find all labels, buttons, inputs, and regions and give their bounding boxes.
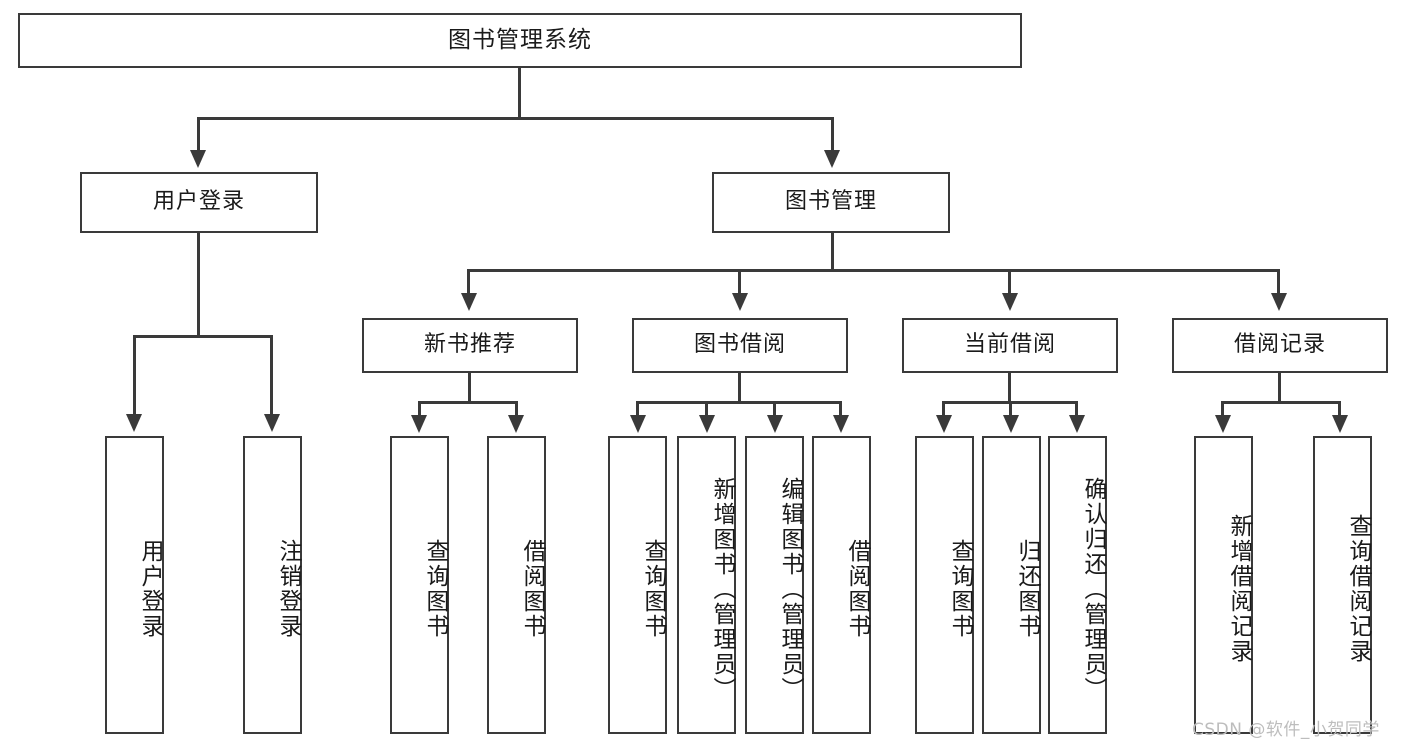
edge-to-borrow-record bbox=[1277, 269, 1280, 294]
node-leaf-confirm-return-admin[interactable]: 确认归还（管理员） bbox=[1048, 436, 1107, 734]
arrowhead-leaf-logout-login bbox=[264, 414, 280, 432]
node-new-book-recommend[interactable]: 新书推荐 bbox=[362, 318, 578, 373]
arrowhead-book-manage bbox=[824, 150, 840, 168]
edge-book-borrow-bus bbox=[636, 401, 841, 404]
edge-user-login-stem bbox=[197, 233, 200, 336]
node-label: 查询图书 bbox=[947, 539, 973, 639]
node-borrow-record[interactable]: 借阅记录 bbox=[1172, 318, 1388, 373]
edge-root-stem bbox=[518, 68, 521, 118]
edge-nbr-drop-1 bbox=[418, 401, 421, 416]
edge-to-book-borrow bbox=[738, 269, 741, 294]
edge-bb-drop-3 bbox=[773, 401, 776, 416]
arrowhead-leaf-query-borrow-record bbox=[1332, 415, 1348, 433]
edge-bb-drop-1 bbox=[636, 401, 639, 416]
edge-new-book-recommend-bus bbox=[418, 401, 518, 404]
node-leaf-edit-book-admin[interactable]: 编辑图书（管理员） bbox=[745, 436, 804, 734]
arrowhead-current-borrow bbox=[1002, 293, 1018, 311]
edge-to-new-book-recommend bbox=[467, 269, 470, 294]
node-leaf-return-book[interactable]: 归还图书 bbox=[982, 436, 1041, 734]
edge-book-manage-bus bbox=[467, 269, 1280, 272]
arrowhead-leaf-add-borrow-record bbox=[1215, 415, 1231, 433]
arrowhead-leaf-query-book-3 bbox=[936, 415, 952, 433]
node-label: 图书管理系统 bbox=[448, 26, 592, 53]
edge-to-current-borrow bbox=[1008, 269, 1011, 294]
node-leaf-user-login[interactable]: 用户登录 bbox=[105, 436, 164, 734]
node-label: 用户登录 bbox=[137, 539, 163, 639]
node-current-borrow[interactable]: 当前借阅 bbox=[902, 318, 1118, 373]
arrowhead-borrow-record bbox=[1271, 293, 1287, 311]
edge-cb-drop-1 bbox=[942, 401, 945, 416]
node-book-borrow[interactable]: 图书借阅 bbox=[632, 318, 848, 373]
edge-user-login-bus bbox=[133, 335, 273, 338]
node-label: 新书推荐 bbox=[423, 332, 516, 358]
arrowhead-leaf-user-login bbox=[126, 414, 142, 432]
edge-to-user-login bbox=[197, 117, 200, 150]
edge-current-borrow-stem bbox=[1008, 373, 1011, 402]
node-user-login[interactable]: 用户登录 bbox=[80, 172, 318, 233]
node-label: 图书借阅 bbox=[693, 332, 786, 358]
edge-borrow-record-stem bbox=[1278, 373, 1281, 402]
edge-root-bus bbox=[197, 117, 834, 120]
edge-new-book-recommend-stem bbox=[468, 373, 471, 402]
node-label: 用户登录 bbox=[152, 189, 245, 215]
node-leaf-borrow-book-1[interactable]: 借阅图书 bbox=[487, 436, 546, 734]
node-leaf-query-book-3[interactable]: 查询图书 bbox=[915, 436, 974, 734]
node-root-system[interactable]: 图书管理系统 bbox=[18, 13, 1022, 68]
edge-book-manage-stem bbox=[831, 233, 834, 270]
node-label: 新增借阅记录 bbox=[1226, 514, 1252, 664]
node-label: 借阅记录 bbox=[1233, 332, 1326, 358]
node-leaf-query-book-2[interactable]: 查询图书 bbox=[608, 436, 667, 734]
arrowhead-leaf-confirm-return-admin bbox=[1069, 415, 1085, 433]
node-label: 借阅图书 bbox=[519, 539, 545, 639]
node-label: 图书管理 bbox=[784, 189, 877, 215]
node-leaf-borrow-book-2[interactable]: 借阅图书 bbox=[812, 436, 871, 734]
arrowhead-leaf-borrow-book-2 bbox=[833, 415, 849, 433]
node-leaf-add-borrow-record[interactable]: 新增借阅记录 bbox=[1194, 436, 1253, 734]
node-label: 新增图书（管理员） bbox=[709, 476, 735, 702]
edge-cb-drop-3 bbox=[1075, 401, 1078, 416]
node-label: 查询图书 bbox=[422, 539, 448, 639]
edge-cb-drop-2 bbox=[1009, 401, 1012, 416]
node-label: 借阅图书 bbox=[844, 539, 870, 639]
edge-to-book-manage bbox=[831, 117, 834, 150]
node-leaf-logout-login[interactable]: 注销登录 bbox=[243, 436, 302, 734]
edge-br-drop-2 bbox=[1338, 401, 1341, 416]
node-label: 注销登录 bbox=[275, 539, 301, 639]
node-leaf-query-borrow-record[interactable]: 查询借阅记录 bbox=[1313, 436, 1372, 734]
edge-br-drop-1 bbox=[1221, 401, 1224, 416]
arrowhead-leaf-return-book bbox=[1003, 415, 1019, 433]
node-book-manage[interactable]: 图书管理 bbox=[712, 172, 950, 233]
node-label: 当前借阅 bbox=[963, 332, 1056, 358]
edge-user-login-drop-2 bbox=[270, 335, 273, 415]
arrowhead-new-book-recommend bbox=[461, 293, 477, 311]
edge-bb-drop-2 bbox=[705, 401, 708, 416]
arrowhead-leaf-borrow-book-1 bbox=[508, 415, 524, 433]
edge-book-borrow-stem bbox=[738, 373, 741, 402]
arrowhead-leaf-edit-book-admin bbox=[767, 415, 783, 433]
edge-borrow-record-bus bbox=[1221, 401, 1340, 404]
node-leaf-query-book-1[interactable]: 查询图书 bbox=[390, 436, 449, 734]
arrowhead-leaf-add-book-admin bbox=[699, 415, 715, 433]
node-label: 查询图书 bbox=[640, 539, 666, 639]
arrowhead-user-login bbox=[190, 150, 206, 168]
edge-bb-drop-4 bbox=[839, 401, 842, 416]
node-label: 编辑图书（管理员） bbox=[777, 476, 803, 702]
watermark-csdn: CSDN @软件_小贺同学 bbox=[1192, 720, 1380, 740]
edge-nbr-drop-2 bbox=[515, 401, 518, 416]
node-label: 查询借阅记录 bbox=[1345, 514, 1371, 664]
node-label: 归还图书 bbox=[1014, 539, 1040, 639]
edge-user-login-drop-1 bbox=[133, 335, 136, 415]
node-label: 确认归还（管理员） bbox=[1080, 476, 1106, 702]
node-leaf-add-book-admin[interactable]: 新增图书（管理员） bbox=[677, 436, 736, 734]
arrowhead-leaf-query-book-1 bbox=[411, 415, 427, 433]
arrowhead-leaf-query-book-2 bbox=[630, 415, 646, 433]
arrowhead-book-borrow bbox=[732, 293, 748, 311]
